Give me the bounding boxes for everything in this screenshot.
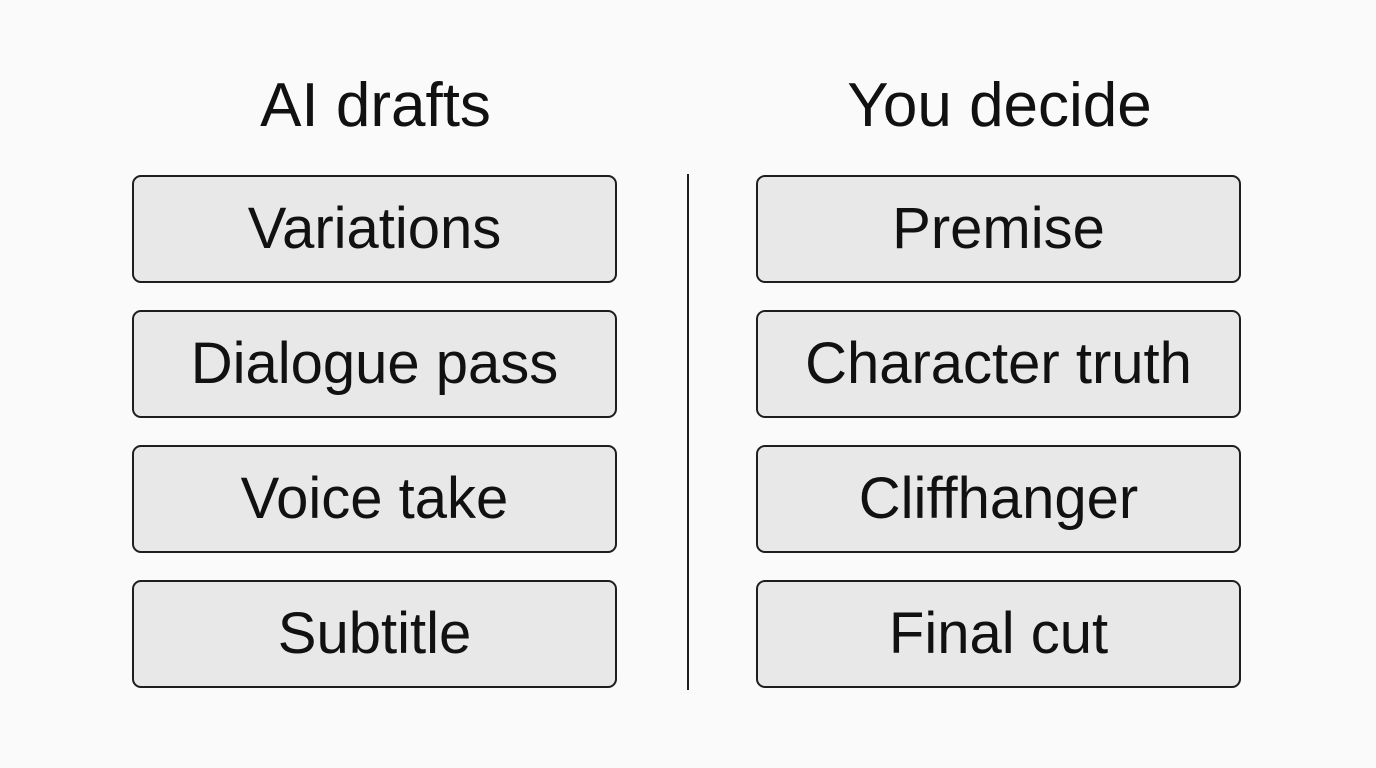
human-item-character-truth: Character truth <box>756 310 1241 418</box>
human-item-cliffhanger: Cliffhanger <box>756 445 1241 553</box>
column-divider <box>687 174 689 690</box>
human-item-premise: Premise <box>756 175 1241 283</box>
you-decide-title: You decide <box>847 71 1152 140</box>
ai-item-subtitle: Subtitle <box>132 580 617 688</box>
ai-item-dialogue-pass: Dialogue pass <box>132 310 617 418</box>
ai-drafts-title: AI drafts <box>260 71 491 140</box>
human-item-final-cut: Final cut <box>756 580 1241 688</box>
ai-item-voice-take: Voice take <box>132 445 617 553</box>
ai-item-variations: Variations <box>132 175 617 283</box>
